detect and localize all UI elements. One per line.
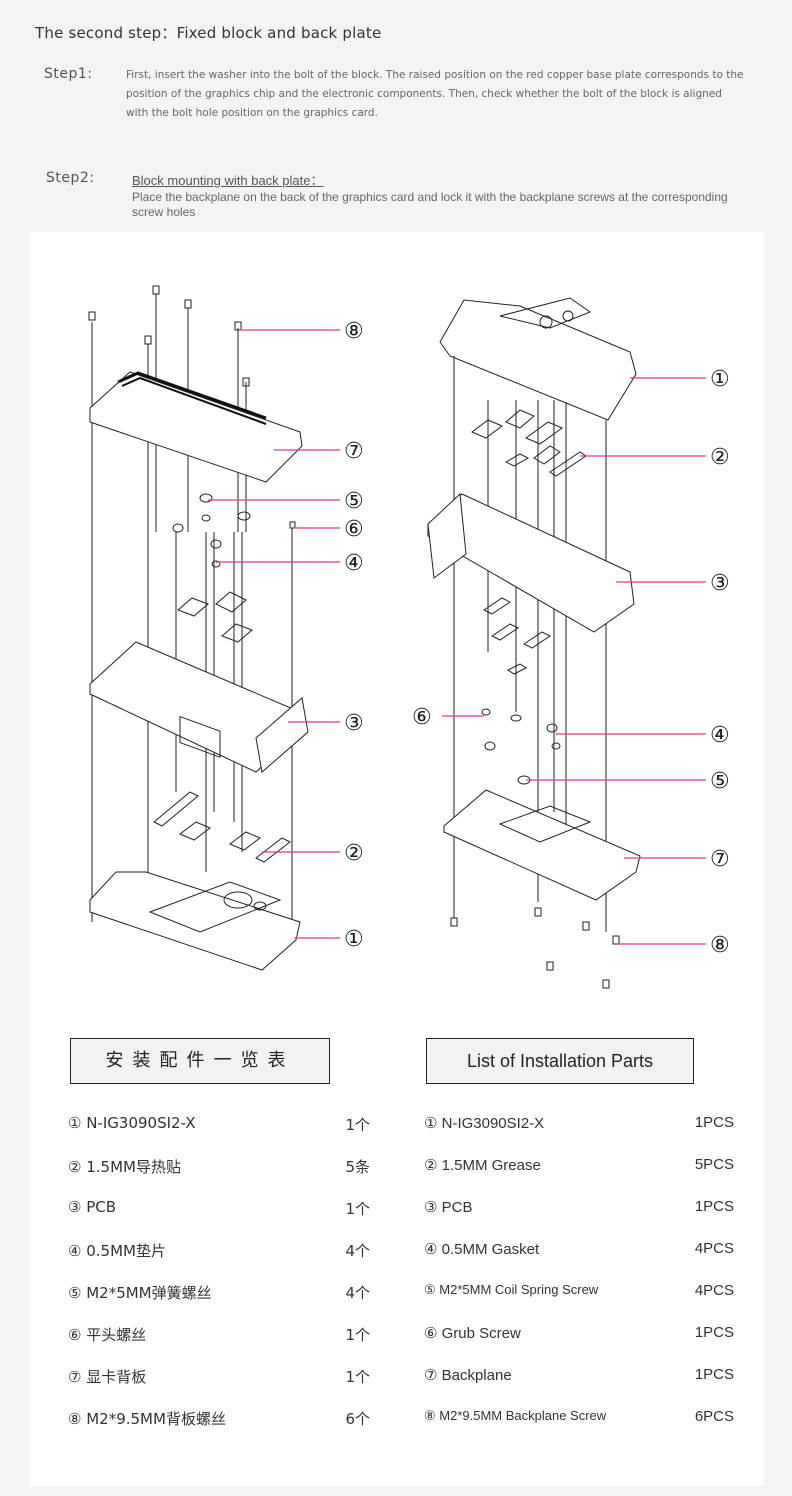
step1-label: Step1: — [44, 66, 93, 82]
parts-cn-row-7-name: ⑦ 显卡背板 — [68, 1368, 147, 1386]
parts-en-row-6-qty: 1PCS — [694, 1324, 734, 1341]
callout-left-4: ④ — [344, 551, 364, 576]
parts-en-row-8-name: ⑧ M2*9.5MM Backplane Screw — [424, 1408, 607, 1423]
step1-text: First, insert the washer into the bolt o… — [126, 69, 744, 119]
parts-en-row-3-name: ③ PCB — [424, 1199, 473, 1216]
parts-cn-row-1-name: ① N-IG3090SI2-X — [68, 1114, 196, 1132]
parts-en-row-5-qty: 4PCS — [694, 1282, 734, 1299]
callout-right-4: ④ — [710, 723, 730, 748]
parts-en-row-3-qty: 1PCS — [694, 1198, 734, 1215]
parts-en-row-2-name: ② 1.5MM Grease — [424, 1157, 541, 1174]
step2-label: Step2: — [46, 170, 95, 186]
callout-left-6: ⑥ — [344, 517, 364, 542]
callout-right-8: ⑧ — [710, 933, 730, 958]
parts-en-row-8-qty: 6PCS — [694, 1408, 734, 1425]
callout-left-1: ① — [344, 927, 364, 952]
parts-table-en-title: List of Installation Parts — [426, 1038, 694, 1084]
parts-cn-row-2-qty: 5条 — [345, 1158, 370, 1176]
parts-cn-row-1-qty: 1个 — [345, 1116, 370, 1134]
parts-en-row-5-name: ⑤ M2*5MM Coil Spring Screw — [424, 1282, 599, 1297]
callout-left-5: ⑤ — [344, 489, 364, 514]
callout-right-7: ⑦ — [710, 847, 730, 872]
step2-heading: Block mounting with back plate： — [132, 173, 324, 188]
parts-en-row-1-name: ① N-IG3090SI2-X — [424, 1115, 545, 1132]
parts-cn-row-8-qty: 6个 — [345, 1410, 370, 1428]
callout-right-5: ⑤ — [710, 769, 730, 794]
parts-en-row-7-name: ⑦ Backplane — [424, 1367, 512, 1384]
parts-cn-row-5-name: ⑤ M2*5MM弹簧螺丝 — [68, 1284, 212, 1302]
parts-cn-row-3-qty: 1个 — [345, 1200, 370, 1218]
parts-cn-row-7-qty: 1个 — [345, 1368, 370, 1386]
parts-en-row-4-name: ④ 0.5MM Gasket — [424, 1241, 540, 1258]
parts-cn-row-3-name: ③ PCB — [68, 1198, 117, 1216]
callout-right-2: ② — [710, 445, 730, 470]
parts-cn-row-4-name: ④ 0.5MM垫片 — [68, 1242, 166, 1260]
callout-left-8: ⑧ — [344, 319, 364, 344]
parts-cn-row-8-name: ⑧ M2*9.5MM背板螺丝 — [68, 1410, 226, 1428]
parts-cn-row-2-name: ② 1.5MM导热贴 — [68, 1158, 181, 1176]
parts-cn-row-6-qty: 1个 — [345, 1326, 370, 1344]
callout-left-3: ③ — [344, 711, 364, 736]
callout-right-3: ③ — [710, 571, 730, 596]
callout-right-6: ⑥ — [412, 705, 432, 730]
callout-right-1: ① — [710, 367, 730, 392]
exploded-diagram: ⑧ ⑦ ⑤ ⑥ ④ ③ ② ① ① ② ③ ⑥ ④ ⑤ ⑦ ⑧ — [88, 285, 730, 989]
parts-en-row-7-qty: 1PCS — [694, 1366, 734, 1383]
parts-en-row-2-qty: 5PCS — [694, 1156, 734, 1173]
step2-text: Place the backplane on the back of the g… — [132, 190, 728, 219]
parts-table-cn-title: 安装配件一览表 — [70, 1038, 330, 1084]
callout-left-7: ⑦ — [344, 439, 364, 464]
callout-left-2: ② — [344, 841, 364, 866]
page-title: The second step：Fixed block and back pla… — [35, 24, 382, 42]
parts-en-row-1-qty: 1PCS — [694, 1114, 734, 1131]
parts-en-row-4-qty: 4PCS — [694, 1240, 734, 1257]
parts-cn-row-5-qty: 4个 — [345, 1284, 370, 1302]
parts-en-row-6-name: ⑥ Grub Screw — [424, 1325, 521, 1342]
parts-cn-row-6-name: ⑥ 平头螺丝 — [68, 1326, 147, 1344]
content-panel: ⑧ ⑦ ⑤ ⑥ ④ ③ ② ① ① ② ③ ⑥ ④ ⑤ ⑦ ⑧ 安装配件一览表 … — [30, 232, 764, 1486]
parts-cn-row-4-qty: 4个 — [345, 1242, 370, 1260]
